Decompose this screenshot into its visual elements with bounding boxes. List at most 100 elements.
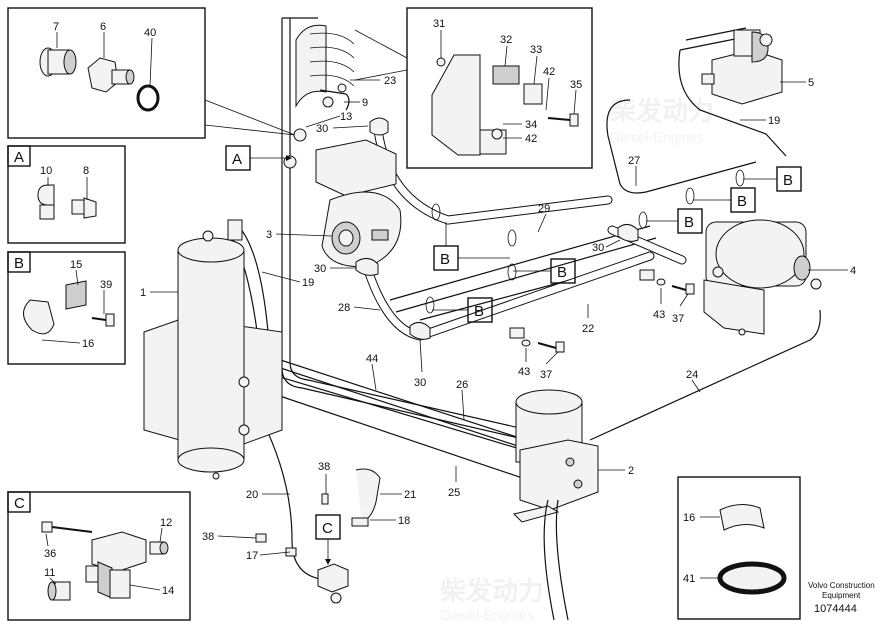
label-26: 26 bbox=[456, 379, 468, 391]
label-23: 23 bbox=[384, 75, 396, 87]
label-28: 28 bbox=[338, 302, 350, 314]
detail-box-a: A 10 8 bbox=[7, 145, 126, 244]
fitting-6 bbox=[87, 57, 135, 93]
label-16-right: 16 bbox=[683, 512, 695, 524]
label-13: 13 bbox=[340, 111, 352, 123]
cooling-coil-23 bbox=[295, 24, 355, 111]
label-37-upper: 37 bbox=[672, 313, 684, 325]
clamp-16 bbox=[719, 504, 765, 531]
governor-valve-5 bbox=[701, 29, 783, 105]
detail-box-b: B 15 39 16 bbox=[7, 251, 126, 365]
label-40: 40 bbox=[144, 27, 156, 39]
callout-b-3: B bbox=[474, 303, 484, 320]
o-ring-40 bbox=[136, 84, 160, 112]
pipe-26 bbox=[249, 367, 551, 459]
bracket-32 bbox=[431, 54, 481, 156]
bolt-36 bbox=[41, 521, 93, 533]
label-38-upper: 38 bbox=[318, 461, 330, 473]
label-43-upper: 43 bbox=[653, 309, 665, 321]
detail-b-letter: B bbox=[14, 255, 24, 272]
label-11: 11 bbox=[44, 567, 55, 579]
callout-a: A bbox=[232, 151, 242, 168]
adapter-8 bbox=[71, 197, 97, 219]
label-30-right: 30 bbox=[592, 242, 604, 254]
pipe-22 bbox=[389, 225, 657, 313]
label-1: 1 bbox=[140, 287, 146, 299]
label-4: 4 bbox=[850, 265, 856, 277]
callout-c: C bbox=[322, 520, 333, 537]
bolt-37-lower bbox=[521, 339, 565, 353]
label-10: 10 bbox=[40, 165, 52, 177]
label-33: 33 bbox=[530, 44, 542, 56]
label-27: 27 bbox=[628, 155, 640, 167]
label-8: 8 bbox=[83, 165, 89, 177]
part-labels: 1 2 3 4 5 9 13 17 18 19 19 20 21 22 23 2… bbox=[140, 75, 856, 562]
air-dryer-2 bbox=[513, 389, 599, 621]
label-6: 6 bbox=[100, 21, 106, 33]
label-30-bottom: 30 bbox=[414, 377, 426, 389]
pipe-20 bbox=[261, 419, 333, 581]
detail-a-letter: A bbox=[14, 149, 24, 166]
valve-14 bbox=[85, 531, 147, 599]
label-43-lower: 43 bbox=[518, 366, 530, 378]
label-39: 39 bbox=[100, 279, 112, 291]
label-30-mid: 30 bbox=[314, 263, 326, 275]
callout-b-4: B bbox=[684, 214, 694, 231]
watermark-cn: 柴发动力 bbox=[439, 576, 544, 606]
callout-b-5: B bbox=[737, 193, 747, 210]
label-41: 41 bbox=[683, 573, 695, 585]
detail-box-fittings: 7 6 40 bbox=[7, 7, 296, 139]
bolt-37-upper bbox=[656, 278, 695, 295]
fitting-11 bbox=[47, 581, 71, 601]
fitting-12 bbox=[149, 541, 169, 555]
label-19-right: 19 bbox=[768, 115, 780, 127]
detail-box-c: C 36 12 11 14 bbox=[7, 491, 191, 621]
label-16-b: 16 bbox=[82, 338, 94, 350]
label-7: 7 bbox=[53, 21, 59, 33]
label-12: 12 bbox=[160, 517, 172, 529]
footer-brand: Volvo Construction bbox=[808, 581, 875, 590]
label-19-left: 19 bbox=[302, 277, 314, 289]
clamp-15 bbox=[65, 280, 87, 310]
label-9: 9 bbox=[362, 97, 368, 109]
compressor-3 bbox=[315, 139, 402, 268]
label-34: 34 bbox=[525, 119, 537, 131]
label-24: 24 bbox=[686, 369, 698, 381]
label-38-lower: 38 bbox=[202, 531, 214, 543]
label-25: 25 bbox=[448, 487, 460, 499]
bolt-39 bbox=[91, 313, 115, 327]
fitting-7 bbox=[39, 47, 77, 77]
label-18: 18 bbox=[398, 515, 410, 527]
grommet-41 bbox=[717, 561, 787, 595]
label-30-top: 30 bbox=[316, 123, 328, 135]
label-32: 32 bbox=[500, 34, 512, 46]
watermark-en: Diesel-Engines bbox=[440, 607, 534, 623]
label-17: 17 bbox=[246, 550, 258, 562]
callouts: A C B B B B B B bbox=[225, 145, 802, 565]
pipe-19-right bbox=[678, 49, 787, 157]
watermark-layer: 柴发动力 Diesel-Engines 柴发动力 Diesel-Engines bbox=[439, 96, 714, 623]
label-3: 3 bbox=[266, 229, 272, 241]
callout-b-6: B bbox=[783, 172, 793, 189]
watermark-cn: 柴发动力 bbox=[609, 96, 714, 126]
label-21: 21 bbox=[404, 489, 416, 501]
callout-b-1: B bbox=[440, 251, 450, 268]
label-42-bottom: 42 bbox=[525, 133, 537, 145]
air-tank-1 bbox=[143, 219, 283, 480]
air-reservoir-4 bbox=[703, 219, 822, 336]
label-20: 20 bbox=[246, 489, 258, 501]
valve-c bbox=[317, 563, 349, 604]
bolt-35 bbox=[547, 113, 579, 127]
elbow-10 bbox=[37, 184, 55, 220]
label-42-top: 42 bbox=[543, 66, 555, 78]
pipe-25 bbox=[261, 389, 559, 491]
detail-box-clamps: 16 41 bbox=[677, 476, 801, 620]
detail-c-letter: C bbox=[14, 495, 25, 512]
main-assembly bbox=[143, 17, 822, 621]
footer-number: 1074444 bbox=[814, 603, 857, 615]
label-29: 29 bbox=[538, 203, 550, 215]
label-22: 22 bbox=[582, 323, 594, 335]
pipe-27 bbox=[606, 99, 757, 194]
clamp-16 bbox=[23, 299, 55, 335]
